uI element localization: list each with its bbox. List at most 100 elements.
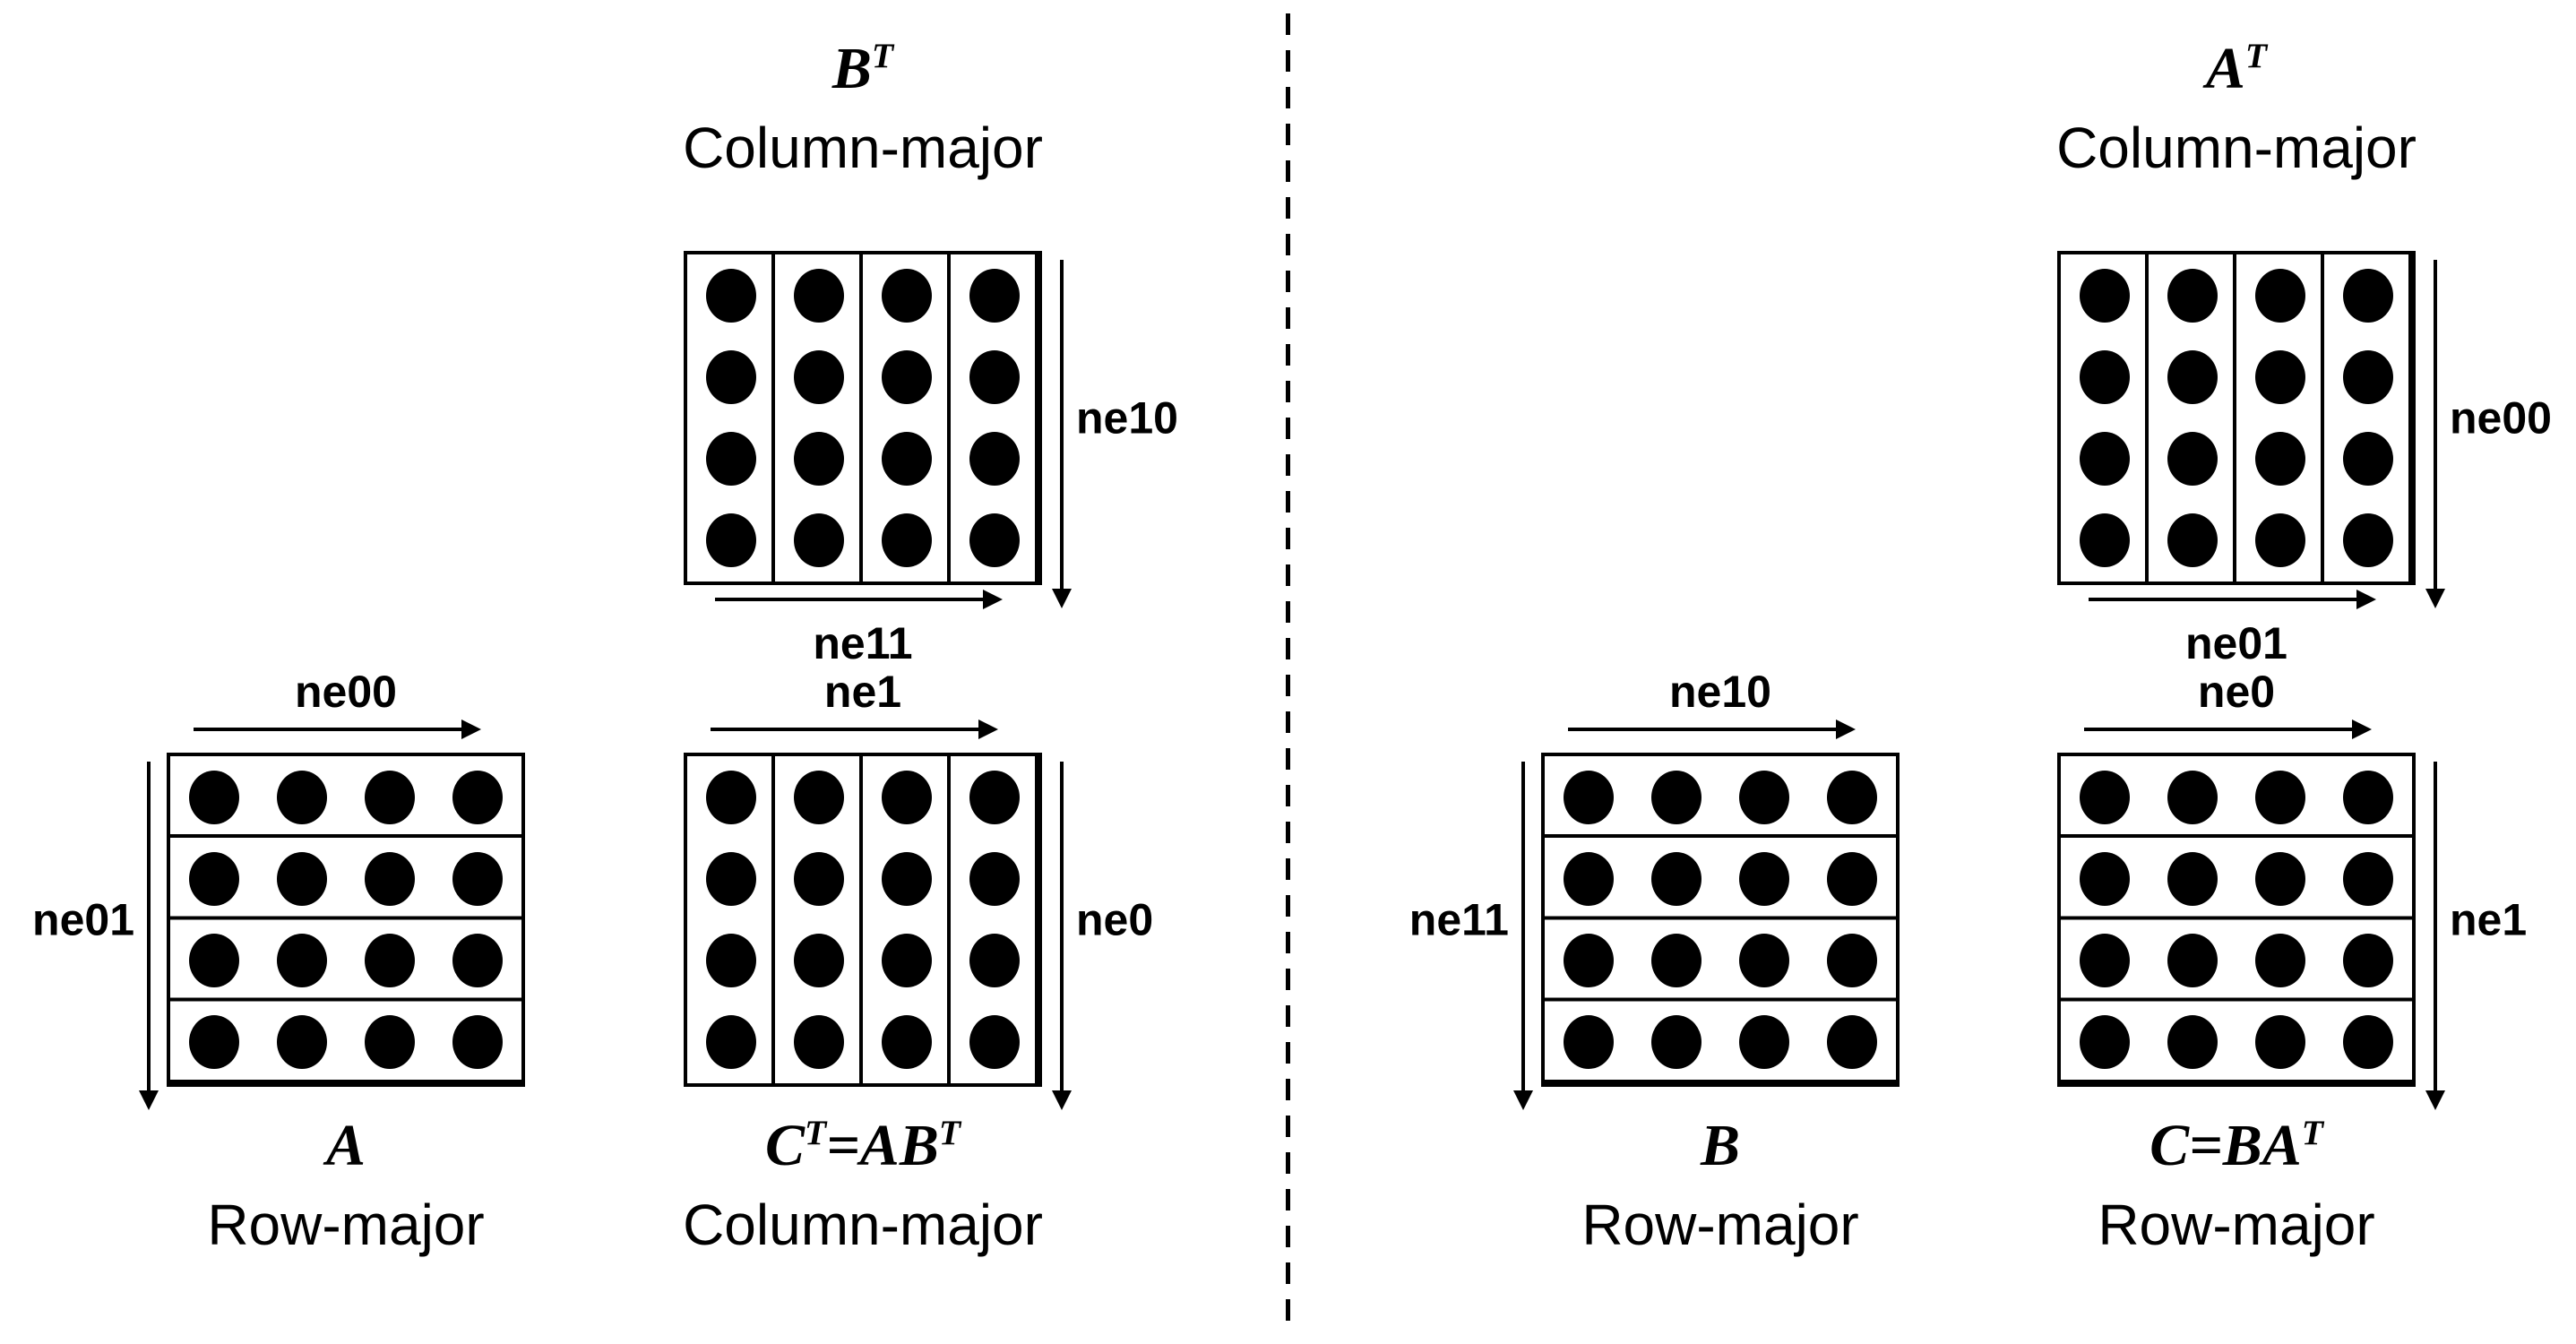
right-arrow-icon (2084, 728, 2353, 731)
matrix-dot (2343, 432, 2393, 487)
figure-c-transpose: ne1 ne0 CT=ABT Column-major (683, 668, 1153, 1257)
figure-caption: CT=ABT Column-major (683, 1112, 1043, 1261)
matrix-dot (1651, 1015, 1702, 1070)
matrix-dot (882, 770, 932, 824)
matrix-dot (2167, 268, 2218, 323)
matrix-dot (882, 268, 932, 323)
figure-header: BT Column-major (683, 35, 1043, 184)
matrix-dot (1651, 770, 1702, 824)
matrix-dot (2080, 770, 2130, 824)
matrix-dot (2167, 934, 2218, 988)
dim-label-ne1: ne1 (823, 667, 902, 717)
matrix-name-b: B (1700, 1113, 1741, 1178)
matrix-dot (882, 513, 932, 568)
matrix-dot (706, 268, 756, 323)
matrix-grid (2057, 753, 2416, 1087)
matrix-dot (189, 851, 239, 906)
matrix-dot (706, 851, 756, 906)
matrix-dot (1564, 770, 1614, 824)
matrix-dot (706, 934, 756, 988)
matrix-dot (969, 851, 1020, 906)
matrix-dot (1739, 1015, 1789, 1070)
right-arrow-icon (1568, 728, 1837, 731)
matrix-dot (969, 268, 1020, 323)
dim-label-ne11: ne11 (1409, 894, 1509, 944)
matrix-dot (452, 770, 503, 824)
matrix-dot (969, 513, 1020, 568)
matrix-dot (1651, 934, 1702, 988)
matrix-dot (2167, 770, 2218, 824)
matrix-dot (1827, 934, 1877, 988)
dim-label-ne10: ne10 (1669, 667, 1771, 717)
matrix-dot (1564, 851, 1614, 906)
memory-layout-label: Column-major (683, 116, 1043, 180)
matrix-dot (2080, 349, 2130, 404)
matrix-dot (365, 934, 415, 988)
matrix-grid (2057, 251, 2416, 585)
matrix-dot (2167, 432, 2218, 487)
matrix-dot (794, 349, 844, 404)
matrix-dot (2080, 851, 2130, 906)
matrix-dot (277, 851, 327, 906)
matrix-dot (2343, 1015, 2393, 1070)
right-arrow-icon (715, 598, 984, 601)
dim-label-ne1: ne1 (2450, 894, 2528, 944)
matrix-dot (2167, 851, 2218, 906)
matrix-dot (2080, 268, 2130, 323)
matrix-name-bt: BT (831, 36, 894, 102)
matrix-grid (684, 753, 1042, 1087)
matrix-dot (2255, 349, 2305, 404)
dim-label-ne11: ne11 (813, 618, 913, 668)
figure-caption: C=BAT Row-major (2098, 1112, 2374, 1261)
down-arrow-icon (1060, 260, 1064, 590)
matrix-dot (2343, 513, 2393, 568)
right-arrow-icon (2089, 598, 2357, 601)
matrix-dot (365, 770, 415, 824)
right-arrow-icon (194, 728, 462, 731)
matrix-dot (277, 770, 327, 824)
matrix-dot (1739, 851, 1789, 906)
matrix-dot (2080, 1015, 2130, 1070)
down-arrow-icon (1521, 762, 1525, 1091)
matrix-dot (969, 349, 1020, 404)
matrix-dot (1827, 1015, 1877, 1070)
matrix-dot (969, 432, 1020, 487)
matrix-grid (684, 251, 1042, 585)
matrix-dot (706, 1015, 756, 1070)
matrix-dot (365, 851, 415, 906)
matrix-dot (365, 1015, 415, 1070)
matrix-grid (167, 753, 525, 1087)
matrix-dot (2255, 934, 2305, 988)
memory-layout-label: Row-major (1581, 1192, 1859, 1257)
matrix-dot (794, 268, 844, 323)
matrix-name-a: A (325, 1113, 366, 1178)
matrix-dot (2255, 1015, 2305, 1070)
matrix-dot (969, 934, 1020, 988)
matrix-dot (277, 934, 327, 988)
figure-header: AT Column-major (2056, 35, 2417, 184)
matrix-dot (2167, 513, 2218, 568)
matrix-dot (2343, 934, 2393, 988)
matrix-dot (2255, 770, 2305, 824)
matrix-dot (1564, 934, 1614, 988)
matrix-dot (452, 1015, 503, 1070)
dim-label-ne01: ne01 (2185, 618, 2287, 668)
memory-layout-label: Row-major (207, 1192, 485, 1257)
dim-label-ne0: ne0 (2197, 667, 2276, 717)
dim-label-ne10: ne10 (1076, 392, 1178, 443)
figure-caption: A Row-major (207, 1112, 484, 1261)
matrix-grid (1541, 753, 1900, 1087)
matrix-dot (882, 432, 932, 487)
figure-caption: B Row-major (1581, 1112, 1858, 1261)
right-arrow-icon (711, 728, 979, 731)
down-arrow-icon (147, 762, 151, 1091)
figure-a: ne00 ne01 A Row-major (32, 668, 525, 1257)
matrix-dot (2343, 349, 2393, 404)
matrix-dot (2255, 432, 2305, 487)
matrix-dot (2080, 934, 2130, 988)
down-arrow-icon (2434, 260, 2437, 590)
matrix-dot (794, 513, 844, 568)
matrix-dot (706, 349, 756, 404)
matrix-dot (882, 349, 932, 404)
